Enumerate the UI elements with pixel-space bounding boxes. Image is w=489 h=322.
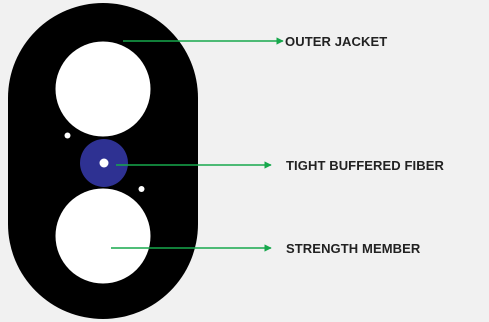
jacket-marker-dot-right: [138, 186, 145, 192]
strength-member-label: STRENGTH MEMBER: [286, 241, 421, 256]
outer-jacket-label: OUTER JACKET: [285, 34, 387, 49]
tight-buffered-fiber-label: TIGHT BUFFERED FIBER: [286, 158, 445, 173]
jacket-marker-dot-left: [64, 132, 71, 139]
strength-member-top: [55, 41, 151, 137]
fiber-core-dot: [99, 158, 109, 168]
strength-member-bottom: [55, 188, 151, 284]
